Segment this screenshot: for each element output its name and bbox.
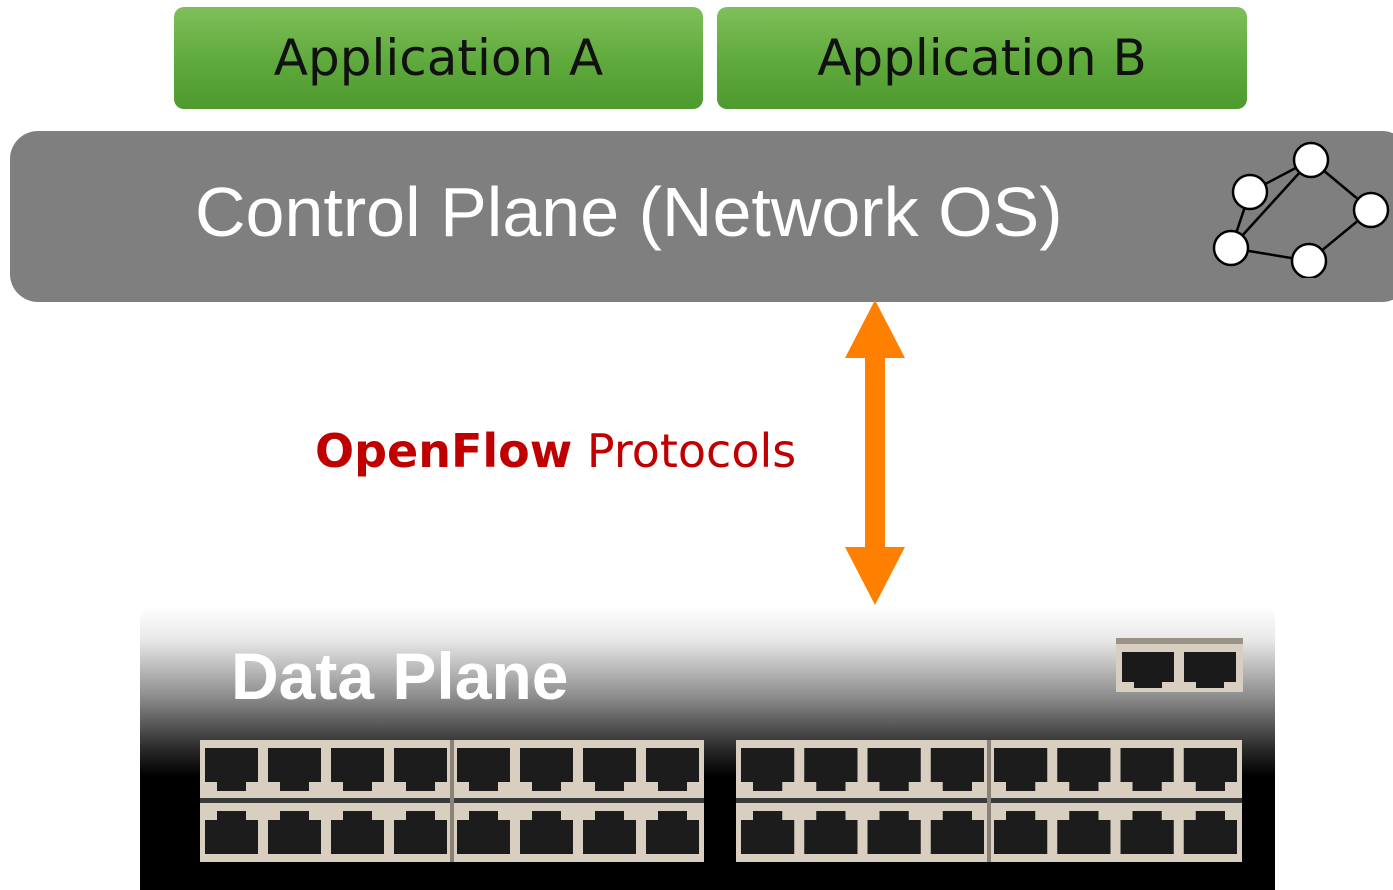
rj45-port (646, 748, 699, 791)
rj45-port (394, 748, 447, 791)
rj45-port (930, 811, 984, 854)
application-a-label: Application A (273, 29, 604, 87)
rj45-port (583, 748, 636, 791)
rj45-port (583, 811, 636, 854)
rj45-port (457, 811, 510, 854)
openflow-protocols-label: OpenFlow Protocols (315, 424, 796, 478)
ethernet-ports-left-icon (200, 740, 704, 862)
application-b-box: Application B (717, 7, 1247, 109)
rj45-port (867, 811, 921, 854)
rj45-port (394, 811, 447, 854)
rj45-port (331, 811, 384, 854)
rj45-port (520, 811, 573, 854)
rj45-port (1183, 811, 1237, 854)
rj45-port (1057, 748, 1111, 791)
rj45-port (741, 811, 795, 854)
rj45-port (1120, 748, 1174, 791)
graph-node (1212, 229, 1250, 267)
rj45-port (867, 748, 921, 791)
control-plane-box (10, 131, 1393, 302)
data-plane-label: Data Plane (231, 639, 569, 713)
rj45-port (741, 748, 795, 791)
rj45-port (994, 811, 1048, 854)
graph-node (1352, 191, 1390, 229)
rj45-port (994, 748, 1048, 791)
rj45-port (331, 748, 384, 791)
application-b-label: Application B (817, 29, 1147, 87)
double-arrow-icon (845, 300, 905, 605)
network-graph-icon (1212, 141, 1390, 278)
rj45-port (520, 748, 573, 791)
uplink-ports-icon (1116, 638, 1243, 692)
rj45-port (268, 811, 321, 854)
openflow-bold: OpenFlow (315, 424, 573, 478)
rj45-port (1183, 748, 1237, 791)
graph-node (1290, 242, 1328, 278)
rj45-port (930, 748, 984, 791)
control-plane-label: Control Plane (Network OS) (195, 173, 1063, 251)
protocols-text: Protocols (572, 424, 797, 478)
graph-node (1292, 141, 1330, 179)
ethernet-ports-right-icon (736, 740, 1242, 862)
rj45-port (205, 811, 258, 854)
rj45-port (646, 811, 699, 854)
application-a-box: Application A (174, 7, 703, 109)
rj45-port (1120, 811, 1174, 854)
rj45-port (457, 748, 510, 791)
rj45-port (1057, 811, 1111, 854)
rj45-port (268, 748, 321, 791)
rj45-port (804, 811, 858, 854)
rj45-port (804, 748, 858, 791)
graph-node (1231, 173, 1269, 211)
rj45-port (205, 748, 258, 791)
